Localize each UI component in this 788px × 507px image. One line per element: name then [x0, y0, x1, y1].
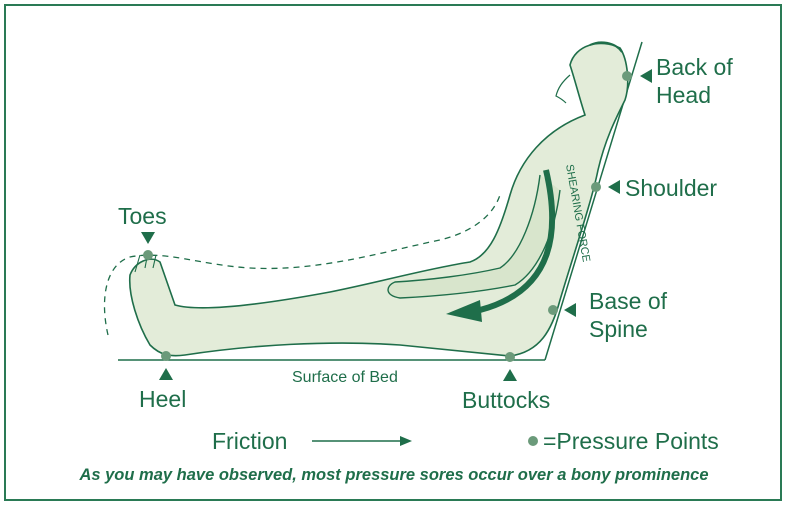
buttocks-label: Buttocks [462, 386, 550, 414]
pressure-point-buttocks [505, 352, 515, 362]
surface-of-bed-label: Surface of Bed [292, 369, 398, 387]
buttocks-marker [503, 369, 517, 381]
toes-label: Toes [118, 202, 167, 230]
pressure-point-base-of-spine [548, 305, 558, 315]
heel-label: Heel [139, 385, 186, 413]
legend-pressure-dot [528, 436, 538, 446]
back-of-head-label: Back of Head [656, 53, 733, 109]
base-of-spine-marker [564, 303, 576, 317]
caption: As you may have observed, most pressure … [0, 466, 788, 485]
heel-marker [159, 368, 173, 380]
pressure-point-back-of-head [622, 71, 632, 81]
pressure-point-shoulder [591, 182, 601, 192]
friction-arrowhead [400, 436, 412, 446]
shoulder-label: Shoulder [625, 174, 717, 202]
base-of-spine-label: Base of Spine [589, 287, 667, 343]
pressure-point-toes [143, 250, 153, 260]
face-profile [556, 75, 570, 103]
toes-marker [141, 232, 155, 244]
shoulder-marker [608, 180, 620, 194]
pressure-point-heel [161, 351, 171, 361]
friction-legend-label: Friction [212, 427, 287, 455]
pressure-points-legend-label: =Pressure Points [543, 427, 719, 455]
back-of-head-marker [640, 69, 652, 83]
